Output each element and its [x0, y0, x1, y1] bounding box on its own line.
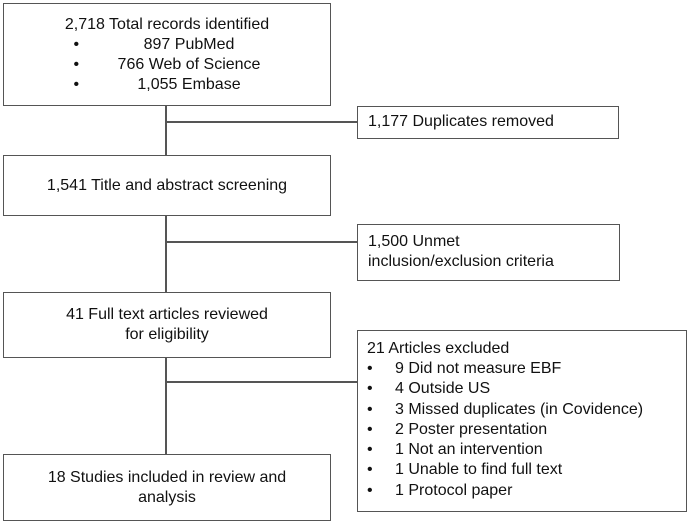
source-label: 1,055 Embase: [137, 75, 241, 93]
studies-included-line1: 18 Studies included in review and: [47, 468, 287, 486]
bullet-icon: •: [367, 481, 373, 499]
list-item: • 1,055 Embase: [66, 75, 261, 95]
reason-label: 9 Did not measure EBF: [395, 360, 562, 377]
list-item: • 897 PubMed: [66, 35, 261, 55]
list-item: • 2 Poster presentation: [367, 420, 686, 440]
duplicates-removed-label: 1,177 Duplicates removed: [368, 113, 554, 130]
bullet-icon: •: [367, 461, 373, 479]
studies-included-line2: analysis: [138, 488, 196, 506]
unmet-criteria-line1: 1,500 Unmet: [368, 233, 460, 250]
reason-label: 1 Unable to find full text: [395, 461, 563, 479]
reason-label: 1 Protocol paper: [395, 481, 513, 499]
bullet-icon: •: [73, 55, 80, 73]
records-identified-box: 2,718 Total records identified • 897 Pub…: [3, 3, 331, 106]
full-text-line2: for eligibility: [125, 326, 209, 343]
connector-main-2: [165, 215, 167, 292]
exclusion-reasons-list: • 9 Did not measure EBF • 4 Outside US •…: [367, 359, 686, 501]
unmet-criteria-box: 1,500 Unmet inclusion/exclusion criteria: [357, 224, 620, 281]
list-item: • 4 Outside US: [367, 379, 686, 399]
bullet-icon: •: [367, 380, 373, 398]
reason-label: 1 Not an intervention: [395, 441, 543, 459]
records-sources-list: • 897 PubMed • 766 Web of Science • 1,05…: [66, 35, 261, 95]
reason-label: 3 Missed duplicates (in Covidence): [395, 400, 644, 418]
source-label: 766 Web of Science: [117, 55, 261, 73]
list-item: • 3 Missed duplicates (in Covidence): [367, 400, 686, 420]
bullet-icon: •: [73, 35, 80, 53]
bullet-icon: •: [367, 441, 373, 459]
bullet-icon: •: [73, 75, 80, 93]
list-item: • 9 Did not measure EBF: [367, 359, 686, 379]
title-abstract-screening-box: 1,541 Title and abstract screening: [3, 155, 331, 216]
unmet-criteria-line2: inclusion/exclusion criteria: [368, 253, 554, 270]
bullet-icon: •: [367, 400, 373, 418]
articles-excluded-title: 21 Articles excluded: [367, 340, 510, 357]
screening-label: 1,541 Title and abstract screening: [46, 176, 288, 194]
list-item: • 766 Web of Science: [66, 55, 261, 75]
list-item: • 1 Not an intervention: [367, 440, 686, 460]
list-item: • 1 Unable to find full text: [367, 460, 686, 480]
studies-included-box: 18 Studies included in review and analys…: [3, 454, 331, 521]
bullet-icon: •: [367, 420, 373, 438]
full-text-line1: 41 Full text articles reviewed: [66, 306, 268, 323]
records-identified-title: 2,718 Total records identified: [64, 15, 270, 33]
bullet-icon: •: [367, 360, 373, 377]
connector-main-1: [165, 105, 167, 155]
connector-branch-unmet: [165, 241, 357, 243]
reason-label: 2 Poster presentation: [395, 420, 548, 438]
connector-branch-excluded: [165, 381, 357, 383]
connector-branch-duplicates: [165, 121, 357, 123]
duplicates-removed-box: 1,177 Duplicates removed: [357, 106, 619, 139]
full-text-review-box: 41 Full text articles reviewed for eligi…: [3, 292, 331, 358]
articles-excluded-box: 21 Articles excluded • 9 Did not measure…: [357, 330, 687, 512]
source-label: 897 PubMed: [143, 35, 235, 53]
connector-main-3: [165, 357, 167, 454]
list-item: • 1 Protocol paper: [367, 481, 686, 501]
reason-label: 4 Outside US: [395, 380, 491, 398]
